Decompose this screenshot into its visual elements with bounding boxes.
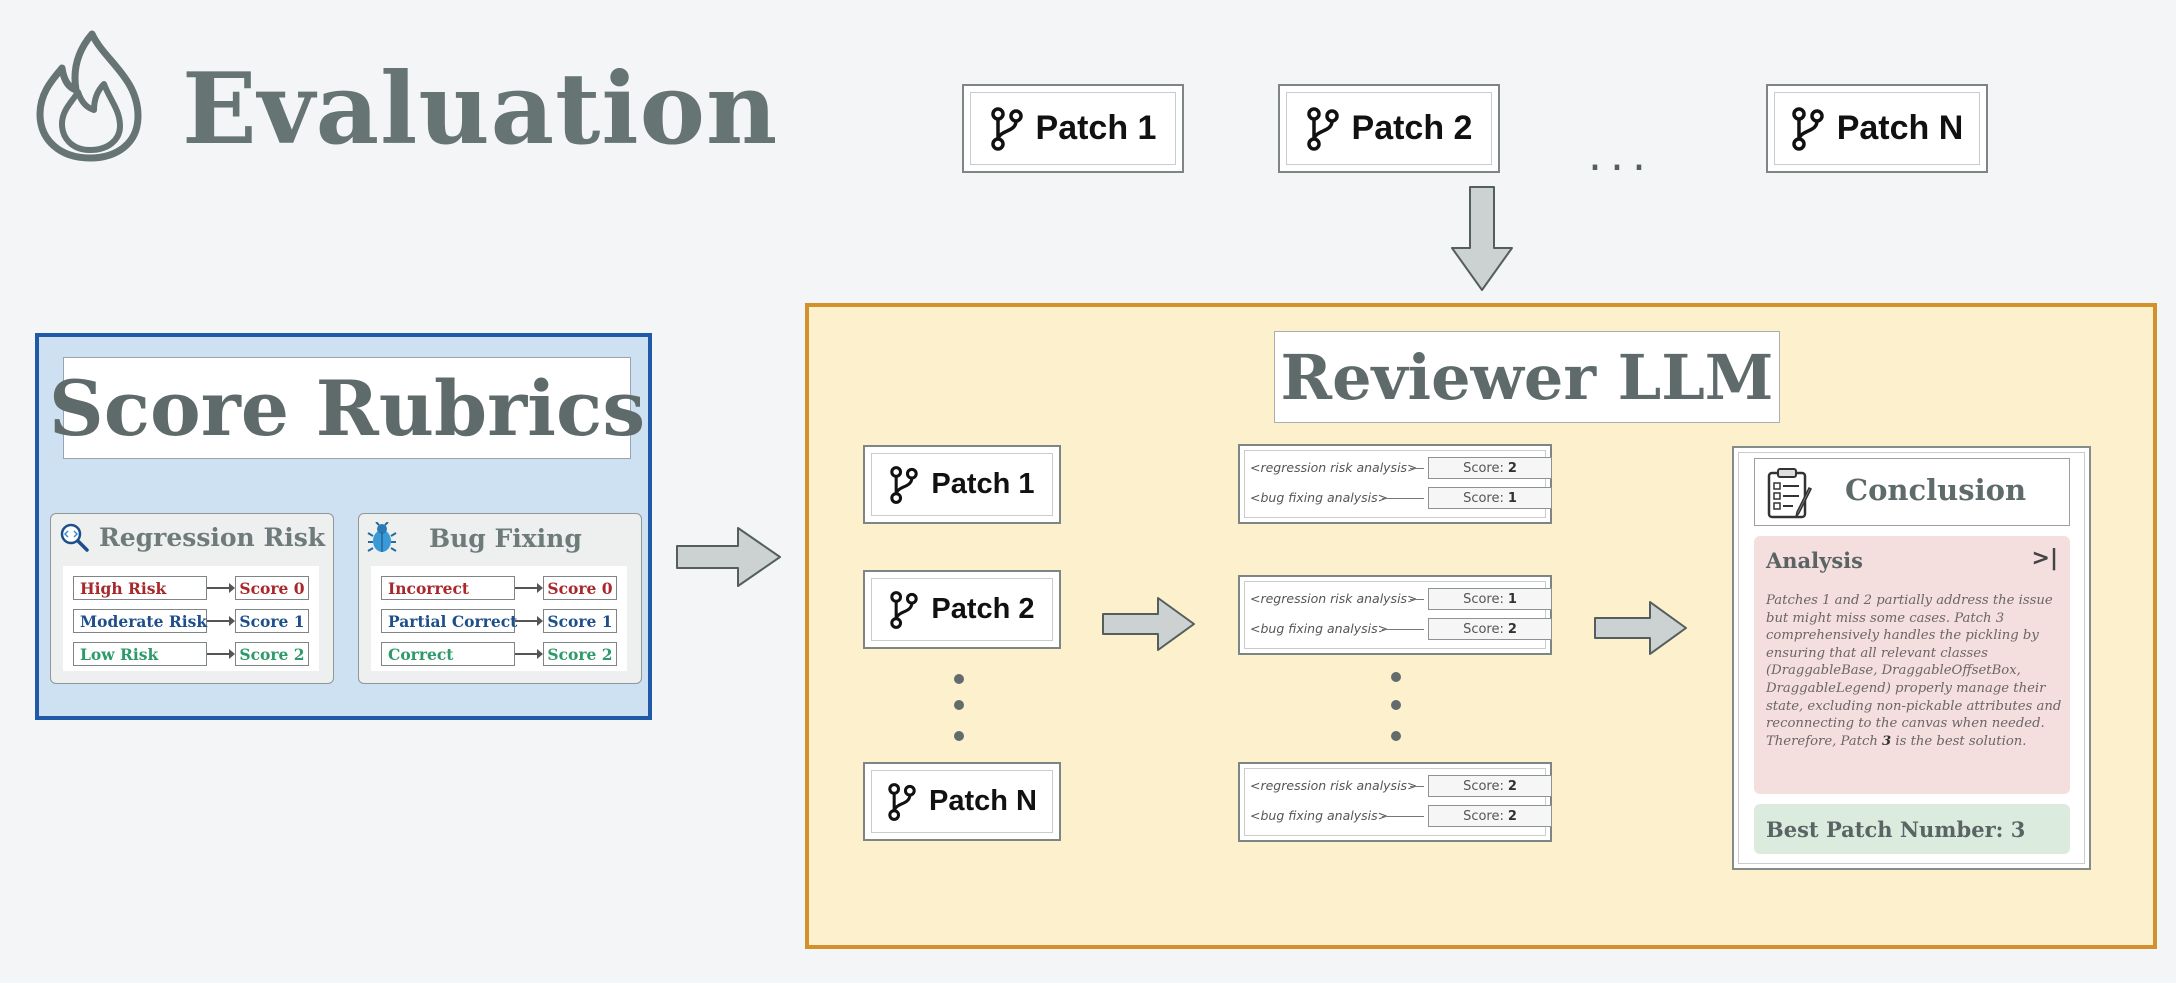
- branch-icon: [890, 590, 919, 629]
- regression-score: Score:1: [1428, 588, 1552, 610]
- rubric-label: Moderate Risk: [73, 609, 207, 633]
- conclusion-title: Conclusion: [1845, 473, 2027, 507]
- regression-analysis-label: <regression risk analysis>: [1250, 591, 1418, 606]
- analysis-card-n: <regression risk analysis> Score:2 <bug …: [1238, 762, 1552, 842]
- score-rubrics-panel: Score Rubrics Regression Risk High Risk …: [35, 333, 652, 720]
- rubric-label: Low Risk: [73, 642, 207, 666]
- patch-label: Patch 1: [1035, 109, 1157, 147]
- rubric-score: Score 0: [235, 576, 309, 600]
- rubric-row: Correct Score 2: [381, 642, 617, 666]
- branch-icon: [1306, 106, 1339, 151]
- regression-rows: High Risk Score 0 Moderate Risk Score 1 …: [63, 566, 319, 671]
- right-arrow: [1102, 597, 1195, 651]
- reviewer-patch-n: Patch N: [863, 762, 1061, 841]
- analysis-text: Patches 1 and 2 partially address the is…: [1766, 593, 2062, 749]
- patch-label: Patch N: [1836, 109, 1964, 147]
- rubric-label: Incorrect: [381, 576, 515, 600]
- top-patch-n: Patch N: [1766, 84, 1988, 173]
- best-patch-number: Best Patch Number: 3: [1754, 804, 2070, 854]
- analysis-card-1: <regression risk analysis> Score:2 <bug …: [1238, 444, 1552, 524]
- right-arrow: [1594, 601, 1687, 655]
- rubric-score: Score 2: [235, 642, 309, 666]
- bug-analysis-label: <bug fixing analysis>: [1250, 621, 1389, 636]
- vertical-ellipsis-dot: [1391, 731, 1401, 741]
- analysis-title: Analysis: [1766, 548, 1863, 573]
- bug-fixing-card: Bug Fixing Incorrect Score 0 Partial Cor…: [358, 513, 642, 684]
- vertical-ellipsis-dot: [954, 700, 964, 710]
- conclusion-card: Conclusion Analysis >| Patches 1 and 2 p…: [1732, 446, 2091, 870]
- clipboard-checklist-icon: [1767, 468, 1813, 519]
- branch-icon: [1791, 106, 1824, 151]
- rubric-label: High Risk: [73, 576, 207, 600]
- branch-icon: [888, 782, 916, 821]
- patch-label: Patch N: [929, 785, 1037, 817]
- ellipsis: ...: [1588, 130, 1654, 181]
- collapse-icon[interactable]: >|: [2031, 546, 2058, 571]
- rubrics-title: Score Rubrics: [49, 357, 645, 459]
- patch-label: Patch 2: [931, 593, 1035, 625]
- regression-score: Score:2: [1428, 775, 1552, 797]
- patch-label: Patch 1: [931, 468, 1035, 500]
- bug-score: Score:2: [1428, 805, 1552, 827]
- magnifier-code-icon: [60, 523, 89, 552]
- vertical-ellipsis-dot: [954, 674, 964, 684]
- rubric-row: Low Risk Score 2: [73, 642, 309, 666]
- top-patch-2: Patch 2: [1278, 84, 1500, 173]
- bug-score: Score:2: [1428, 618, 1552, 640]
- bug-analysis-label: <bug fixing analysis>: [1250, 490, 1389, 505]
- vertical-ellipsis-dot: [954, 731, 964, 741]
- bug-fixing-heading: Bug Fixing: [429, 523, 582, 553]
- regression-analysis-label: <regression risk analysis>: [1250, 778, 1418, 793]
- reviewer-patch-1: Patch 1: [863, 445, 1061, 524]
- bug-analysis-label: <bug fixing analysis>: [1250, 808, 1389, 823]
- rubric-score: Score 2: [543, 642, 617, 666]
- reviewer-patch-2: Patch 2: [863, 570, 1061, 649]
- top-patch-1: Patch 1: [962, 84, 1184, 173]
- bug-icon: [367, 522, 397, 552]
- rubric-row: High Risk Score 0: [73, 576, 309, 600]
- regression-analysis-label: <regression risk analysis>: [1250, 460, 1418, 475]
- regression-score: Score:2: [1428, 457, 1552, 479]
- patch-label: Patch 2: [1351, 109, 1473, 147]
- regression-risk-card: Regression Risk High Risk Score 0 Modera…: [50, 513, 334, 684]
- bug-rows: Incorrect Score 0 Partial Correct Score …: [371, 566, 627, 671]
- conclusion-header: Conclusion: [1754, 458, 2070, 526]
- rubric-row: Incorrect Score 0: [381, 576, 617, 600]
- right-arrow: [676, 527, 781, 587]
- vertical-ellipsis-dot: [1391, 700, 1401, 710]
- regression-risk-heading: Regression Risk: [99, 522, 326, 552]
- reviewer-title: Reviewer LLM: [1274, 331, 1780, 423]
- rubric-score: Score 1: [543, 609, 617, 633]
- flame-icon: [34, 30, 144, 162]
- bug-score: Score:1: [1428, 487, 1552, 509]
- rubric-label: Partial Correct: [381, 609, 517, 633]
- branch-icon: [990, 106, 1023, 151]
- down-arrow: [1451, 186, 1513, 291]
- rubric-row: Moderate Risk Score 1: [73, 609, 309, 633]
- rubric-label: Correct: [381, 642, 515, 666]
- rubric-score: Score 0: [543, 576, 617, 600]
- analysis-box: Analysis >| Patches 1 and 2 partially ad…: [1754, 536, 2070, 794]
- rubric-row: Partial Correct Score 1: [381, 609, 617, 633]
- rubric-score: Score 1: [235, 609, 309, 633]
- branch-icon: [890, 465, 919, 504]
- analysis-card-2: <regression risk analysis> Score:1 <bug …: [1238, 575, 1552, 655]
- page-title: Evaluation: [182, 52, 779, 167]
- vertical-ellipsis-dot: [1391, 672, 1401, 682]
